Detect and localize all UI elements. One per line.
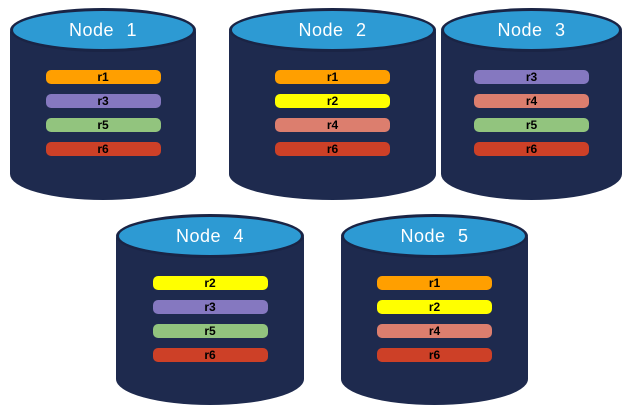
node-title: Node 1 xyxy=(68,19,138,40)
replica-label: r6 xyxy=(326,142,339,156)
node-cylinder: Node 3 r3 r4 r5 r6 xyxy=(441,8,622,200)
replica-list: r1 r2 r4 r6 xyxy=(229,70,436,166)
replica-label: r6 xyxy=(97,142,109,156)
replica-label: r6 xyxy=(204,348,216,362)
replica-label: r1 xyxy=(97,70,109,84)
node-cylinder: Node 4 r2 r3 r5 r6 xyxy=(116,214,304,405)
replica-label: r5 xyxy=(204,324,216,338)
replica-label: r2 xyxy=(204,276,216,290)
replica-label: r1 xyxy=(326,70,339,84)
node-body xyxy=(116,236,304,405)
replica-bar: r4 xyxy=(474,94,589,108)
node-cylinder: Node 2 r1 r2 r4 r6 xyxy=(229,8,436,200)
node-title: Node 4 xyxy=(175,225,245,246)
replica-bar: r4 xyxy=(275,118,390,132)
replica-label: r1 xyxy=(428,276,441,290)
replica-list: r1 r2 r4 r6 xyxy=(341,276,528,372)
replica-bar: r3 xyxy=(45,94,161,108)
replica-bar: r6 xyxy=(377,348,492,362)
node-top-ellipse: Node 5 xyxy=(341,214,528,258)
node-body xyxy=(229,30,436,200)
replica-label: r4 xyxy=(326,118,339,132)
replica-bar: r3 xyxy=(474,70,589,84)
replica-bar: r2 xyxy=(152,276,268,290)
replica-label: r5 xyxy=(525,118,538,132)
replica-bar: r6 xyxy=(152,348,268,362)
node-top-ellipse: Node 4 xyxy=(116,214,304,258)
replica-label: r3 xyxy=(204,300,216,314)
replica-label: r6 xyxy=(525,142,538,156)
node-title: Node 3 xyxy=(497,19,566,40)
replica-list: r3 r4 r5 r6 xyxy=(441,70,622,166)
replica-bar: r5 xyxy=(45,118,161,132)
replica-bar: r4 xyxy=(377,324,492,338)
replica-label: r4 xyxy=(428,324,441,338)
replica-label: r4 xyxy=(525,94,538,108)
node-top-ellipse: Node 3 xyxy=(441,8,622,52)
replica-label: r6 xyxy=(428,348,441,362)
node-title: Node 2 xyxy=(298,19,367,40)
node-top-ellipse: Node 2 xyxy=(229,8,436,52)
replica-label: r5 xyxy=(97,118,109,132)
replica-bar: r3 xyxy=(152,300,268,314)
node-body xyxy=(441,30,622,200)
replica-bar: r5 xyxy=(152,324,268,338)
node-cylinder: Node 1 r1 r3 r5 r6 xyxy=(10,8,196,200)
replica-bar: r1 xyxy=(377,276,492,290)
replica-bar: r6 xyxy=(275,142,390,156)
replica-bar: r5 xyxy=(474,118,589,132)
replica-label: r2 xyxy=(428,300,441,314)
replica-list: r1 r3 r5 r6 xyxy=(10,70,196,166)
replica-label: r2 xyxy=(326,94,339,108)
node-cylinder: Node 5 r1 r2 r4 r6 xyxy=(341,214,528,405)
replica-bar: r6 xyxy=(45,142,161,156)
node-title: Node 5 xyxy=(400,225,469,246)
replica-bar: r2 xyxy=(275,94,390,108)
node-body xyxy=(341,236,528,405)
replica-label: r3 xyxy=(525,70,538,84)
replica-list: r2 r3 r5 r6 xyxy=(116,276,304,372)
replica-bar: r6 xyxy=(474,142,589,156)
replica-bar: r2 xyxy=(377,300,492,314)
replica-bar: r1 xyxy=(45,70,161,84)
replica-bar: r1 xyxy=(275,70,390,84)
node-body xyxy=(10,30,196,200)
node-top-ellipse: Node 1 xyxy=(10,8,196,52)
replica-label: r3 xyxy=(97,94,109,108)
